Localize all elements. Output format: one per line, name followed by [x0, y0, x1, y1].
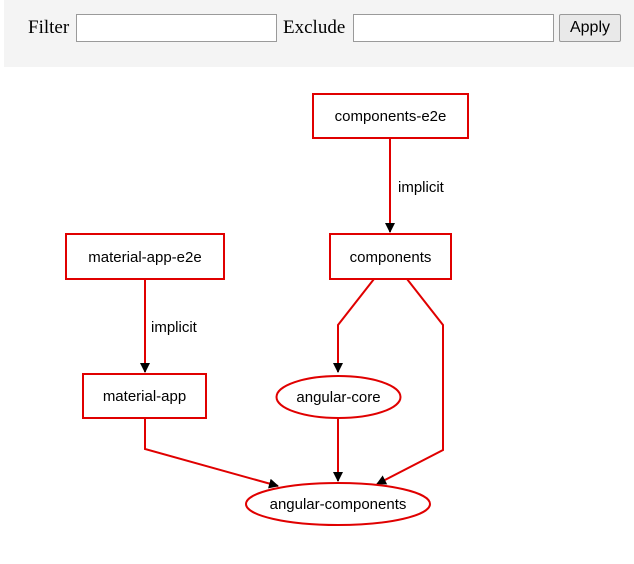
node-box	[65, 233, 225, 280]
edge-material-app-to-angular-components	[144, 418, 279, 489]
apply-button[interactable]: Apply	[559, 14, 621, 42]
filter-toolbar: Filter Exclude Apply	[4, 0, 634, 67]
node-material-app[interactable]: material-app	[82, 373, 207, 419]
node-components[interactable]: components	[329, 233, 452, 280]
node-label: material-app-e2e	[88, 249, 201, 266]
exclude-label: Exclude	[283, 17, 346, 38]
node-label: angular-core	[296, 389, 380, 406]
node-box	[329, 233, 452, 280]
graph-edges	[140, 138, 444, 489]
node-angular-core[interactable]: angular-core	[275, 375, 402, 419]
exclude-input[interactable]	[353, 14, 554, 42]
node-box	[82, 373, 207, 419]
node-material-app-e2e[interactable]: material-app-e2e	[65, 233, 225, 280]
node-ellipse	[275, 375, 402, 419]
edge-label-implicit: implicit	[151, 319, 198, 336]
edge-components-to-angular-components	[376, 278, 444, 485]
edge-label-implicit: implicit	[398, 179, 445, 196]
node-components-e2e[interactable]: components-e2e	[312, 93, 469, 139]
node-box	[312, 93, 469, 139]
filter-input[interactable]	[76, 14, 277, 42]
node-label: material-app	[103, 388, 186, 405]
node-angular-components[interactable]: angular-components	[245, 482, 431, 526]
filter-label: Filter	[28, 17, 70, 38]
node-label: angular-components	[270, 496, 407, 513]
edge-components-to-angular-core	[333, 278, 375, 373]
node-label: components	[350, 249, 432, 266]
node-ellipse	[245, 482, 431, 526]
node-label: components-e2e	[335, 108, 447, 125]
